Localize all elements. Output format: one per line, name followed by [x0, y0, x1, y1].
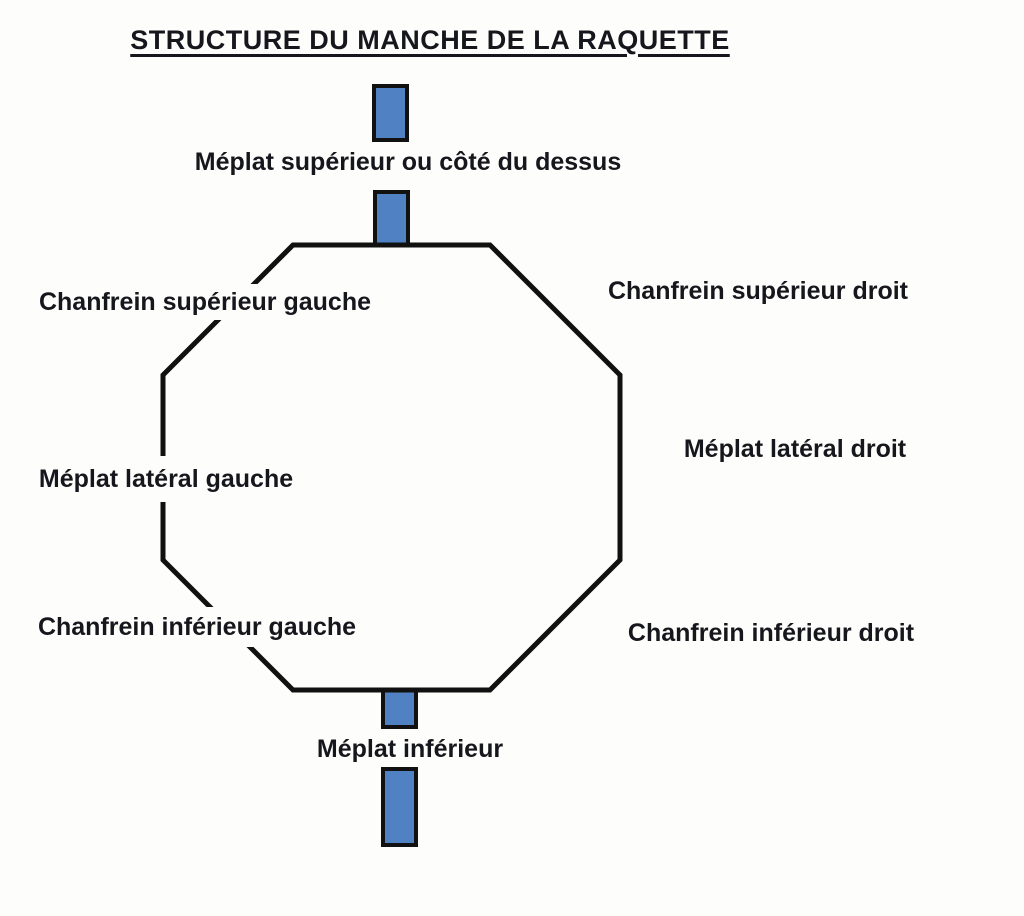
label-meplat-superieur: Méplat supérieur ou côté du dessus	[158, 144, 658, 180]
label-meplat-inferieur: Méplat inférieur	[288, 731, 532, 767]
bottom-axis-bar-lower-segment	[381, 767, 418, 847]
label-chanfrein-inferieur-droit: Chanfrein inférieur droit	[596, 615, 946, 651]
top-axis-bar-upper-segment	[372, 84, 409, 142]
label-chanfrein-superieur-droit: Chanfrein supérieur droit	[578, 273, 938, 309]
top-axis-bar-lower-segment	[373, 190, 410, 247]
page-title: STRUCTURE DU MANCHE DE LA RAQUETTE	[130, 24, 730, 55]
label-chanfrein-inferieur-gauche: Chanfrein inférieur gauche	[6, 607, 388, 647]
label-meplat-lateral-gauche: Méplat latéral gauche	[8, 456, 324, 502]
octagon-outline	[160, 242, 623, 693]
label-meplat-lateral-droit: Méplat latéral droit	[652, 431, 938, 467]
bottom-axis-bar-upper-segment	[381, 688, 418, 729]
label-chanfrein-superieur-gauche: Chanfrein supérieur gauche	[10, 284, 400, 320]
